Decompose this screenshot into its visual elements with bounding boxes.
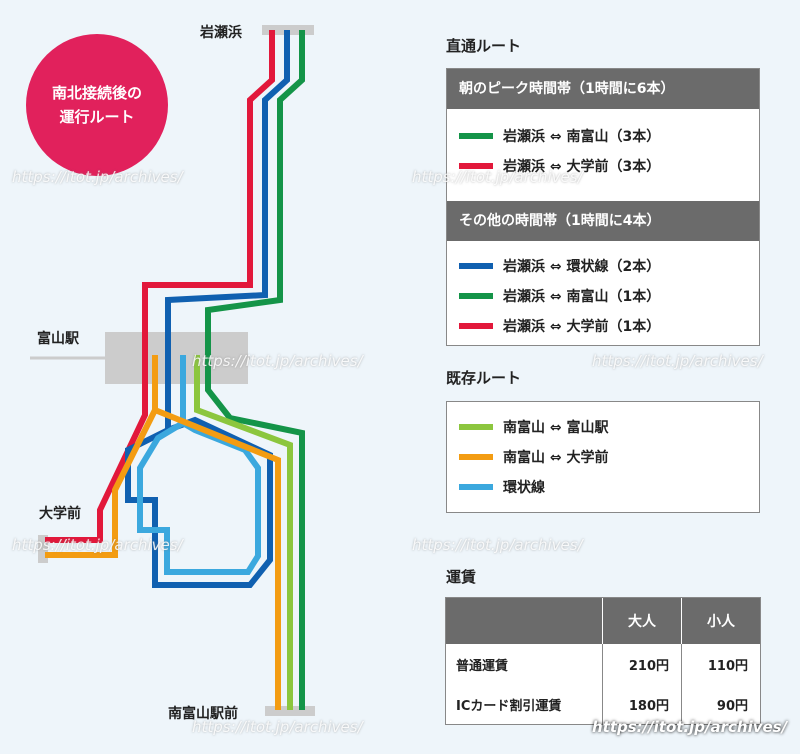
station-iwasehama: 岩瀬浜 [200, 25, 242, 41]
legend-row: 南富山 ⇔ 富山駅 [447, 412, 759, 442]
fare-adult: 210円 [602, 644, 682, 684]
other-list: 岩瀬浜 ⇔ 環状線（2本） 岩瀬浜 ⇔ 南富山（1本） 岩瀬浜 ⇔ 大学前（1本… [447, 241, 759, 341]
fare-child: 90円 [681, 684, 760, 724]
legend-swatch-green [459, 293, 493, 299]
fare-title: 運賃 [446, 568, 477, 586]
direct-route-title: 直通ルート [446, 37, 522, 55]
fare-col-adult: 大人 [602, 598, 682, 644]
legend-text: 岩瀬浜 ⇔ 南富山（1本） [503, 289, 661, 305]
station-daigakumae: 大学前 [39, 506, 81, 522]
route-badge: 南北接続後の 運行ルート [26, 34, 168, 176]
platform-daigakumae [38, 535, 48, 563]
watermark: https://itot.jp/archives/ [592, 352, 763, 370]
legend-row: 岩瀬浜 ⇔ 大学前（1本） [447, 311, 759, 341]
table-row: 普通運賃 210円 110円 [446, 644, 760, 684]
legend-row: 岩瀬浜 ⇔ 大学前（3本） [447, 151, 759, 181]
route-green-direct [205, 30, 305, 710]
table-row: ICカード割引運賃 180円 90円 [446, 684, 760, 724]
route-lightblue-loop [137, 355, 261, 575]
fare-col-child: 小人 [681, 598, 760, 644]
legend-swatch-green [459, 133, 493, 139]
fare-table: 大人 小人 普通運賃 210円 110円 ICカード割引運賃 180円 90円 [445, 597, 761, 725]
legend-text: 南富山 ⇔ 富山駅 [503, 420, 609, 436]
existing-route-box: 南富山 ⇔ 富山駅 南富山 ⇔ 大学前 環状線 [446, 401, 760, 513]
route-map [30, 25, 315, 716]
legend-swatch-lightgreen [459, 424, 493, 430]
fare-child: 110円 [681, 644, 760, 684]
other-header: その他の時間帯（1時間に4本） [447, 201, 759, 241]
legend-row: 環状線 [447, 472, 759, 502]
platform-minamitoyama [265, 706, 315, 716]
legend-row: 岩瀬浜 ⇔ 南富山（3本） [447, 121, 759, 151]
legend-row: 岩瀬浜 ⇔ 南富山（1本） [447, 281, 759, 311]
direct-route-box: 朝のピーク時間帯（1時間に6本） 岩瀬浜 ⇔ 南富山（3本） 岩瀬浜 ⇔ 大学前… [446, 68, 760, 346]
legend-row: 南富山 ⇔ 大学前 [447, 442, 759, 472]
legend-swatch-blue [459, 263, 493, 269]
legend-swatch-red [459, 163, 493, 169]
legend-text: 岩瀬浜 ⇔ 大学前（1本） [503, 319, 661, 335]
fare-header-blank [446, 598, 603, 644]
fare-label: ICカード割引運賃 [456, 698, 562, 714]
station-toyama: 富山駅 [37, 331, 79, 347]
route-red-direct [45, 30, 275, 543]
legend-swatch-red [459, 323, 493, 329]
legend-text: 南富山 ⇔ 大学前 [503, 450, 609, 466]
existing-route-title: 既存ルート [446, 369, 522, 387]
legend-text: 岩瀬浜 ⇔ 環状線（2本） [503, 259, 661, 275]
fare-adult: 180円 [602, 684, 682, 724]
route-lightgreen-existing [194, 355, 293, 710]
legend-swatch-orange [459, 454, 493, 460]
peak-list: 岩瀬浜 ⇔ 南富山（3本） 岩瀬浜 ⇔ 大学前（3本） [447, 109, 759, 201]
badge-line1: 南北接続後の [51, 84, 142, 102]
legend-text: 岩瀬浜 ⇔ 大学前（3本） [503, 159, 661, 175]
legend-swatch-lightblue [459, 484, 493, 490]
legend-text: 岩瀬浜 ⇔ 南富山（3本） [503, 129, 661, 145]
route-orange-existing [45, 355, 281, 710]
fare-label: 普通運賃 [456, 658, 509, 674]
peak-header: 朝のピーク時間帯（1時間に6本） [447, 69, 759, 109]
fare-header-row: 大人 小人 [446, 598, 760, 644]
legend-text: 環状線 [503, 480, 545, 496]
badge-line2: 運行ルート [59, 108, 135, 126]
station-minamitoyama: 南富山駅前 [168, 706, 238, 722]
legend-row: 岩瀬浜 ⇔ 環状線（2本） [447, 251, 759, 281]
